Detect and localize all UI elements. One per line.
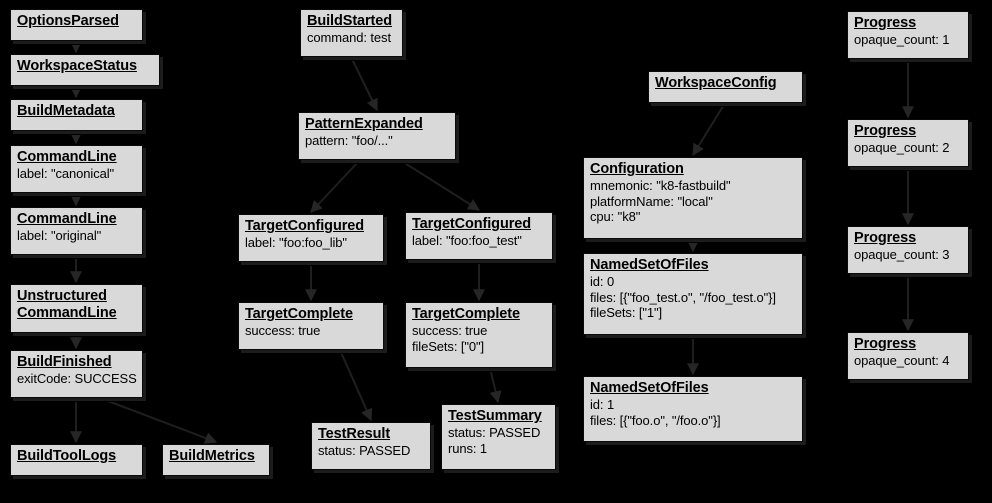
event-node-property: exitCode: SUCCESS — [17, 371, 137, 386]
event-node-title: NamedSetOfFiles — [590, 380, 709, 396]
event-node-title: BuildToolLogs — [17, 448, 117, 464]
event-node-property: pattern: "foo/..." — [305, 133, 393, 148]
event-node-property: id: 1 — [590, 397, 615, 412]
event-node-property: label: "foo:foo_test" — [412, 233, 522, 248]
event-node-title: BuildMetadata — [17, 103, 115, 119]
event-node-title: CommandLine — [17, 211, 117, 227]
event-node-title: BuildFinished — [17, 354, 112, 370]
event-node-property: files: [{"foo.o", "/foo.o"}] — [590, 412, 721, 428]
event-node-title: Progress — [854, 15, 917, 31]
event-node-property: id: 0 — [590, 274, 615, 289]
event-node-property: files: [{"foo_test.o", "/foo_test.o"}] — [590, 289, 776, 305]
event-node-property: fileSets: ["1"] — [590, 305, 663, 320]
event-node-property: mnemonic: "k8-fastbuild" — [590, 178, 731, 193]
event-node-build-metadata[interactable]: BuildMetadata — [10, 99, 143, 131]
event-node-title: TargetComplete — [245, 306, 353, 322]
event-node-workspace-config[interactable]: WorkspaceConfig — [648, 71, 803, 103]
event-node-title: OptionsParsed — [17, 13, 119, 29]
event-node-options-parsed[interactable]: OptionsParsed — [10, 9, 143, 41]
event-node-title: TestResult — [318, 426, 391, 442]
event-node-title: TargetComplete — [412, 306, 520, 322]
event-node-title: WorkspaceConfig — [655, 75, 777, 91]
edge-target-complete-test-to-test-summary — [489, 367, 502, 404]
edge-build-started-to-pattern-expanded — [350, 56, 378, 112]
event-node-title: Progress — [854, 123, 917, 139]
event-node-unstructured-command-line[interactable]: Unstructured CommandLine — [10, 284, 143, 333]
event-node-build-metrics[interactable]: BuildMetrics — [162, 444, 270, 476]
edge-workspace-config-to-configuration — [692, 102, 726, 157]
event-node-title: Unstructured CommandLine — [17, 288, 117, 321]
event-node-property: label: "foo:foo_lib" — [245, 235, 347, 250]
event-node-title: TargetConfigured — [412, 216, 531, 232]
event-node-title: BuildStarted — [307, 13, 393, 29]
event-node-property: command: test — [307, 30, 391, 45]
edge-target-complete-lib-to-test-result — [339, 349, 373, 422]
event-node-title: TestSummary — [448, 408, 542, 424]
event-node-title: Configuration — [590, 161, 684, 177]
edge-pattern-expanded-to-target-configured-lib — [310, 159, 361, 213]
event-node-property: runs: 1 — [448, 440, 488, 456]
event-node-property: fileSets: ["0"] — [412, 338, 485, 354]
event-node-build-tool-logs[interactable]: BuildToolLogs — [10, 444, 143, 476]
event-node-title: NamedSetOfFiles — [590, 257, 709, 273]
event-node-title: Progress — [854, 336, 917, 352]
event-node-property: status: PASSED — [448, 425, 541, 440]
edge-pattern-expanded-to-target-configured-test — [399, 159, 481, 211]
event-node-property: label: "original" — [17, 228, 102, 243]
event-node-workspace-status[interactable]: WorkspaceStatus — [10, 54, 160, 86]
event-node-title: PatternExpanded — [305, 116, 423, 132]
event-node-property: success: true — [412, 323, 488, 338]
event-node-title: CommandLine — [17, 149, 117, 165]
event-node-property: cpu: "k8" — [590, 209, 641, 224]
event-node-title: WorkspaceStatus — [17, 58, 137, 74]
event-node-property: status: PASSED — [318, 443, 411, 458]
edge-build-finished-to-build-metrics — [99, 397, 218, 444]
event-node-title: TargetConfigured — [245, 218, 364, 234]
event-node-title: BuildMetrics — [169, 448, 255, 464]
event-node-title: Progress — [854, 230, 917, 246]
event-node-property: opaque_count: 3 — [854, 247, 950, 262]
event-node-property: opaque_count: 1 — [854, 32, 950, 47]
event-node-property: opaque_count: 2 — [854, 140, 950, 155]
event-node-property: opaque_count: 4 — [854, 353, 950, 368]
event-node-property: label: "canonical" — [17, 166, 115, 181]
event-node-property: platformName: "local" — [590, 193, 713, 209]
event-node-property: success: true — [245, 323, 321, 338]
